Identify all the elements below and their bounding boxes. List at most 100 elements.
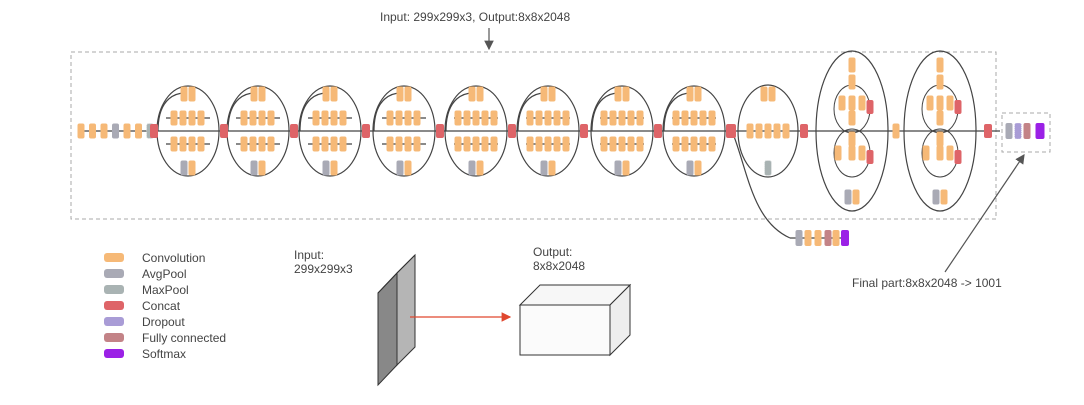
convolution-block (553, 136, 561, 152)
convolution-block (454, 136, 462, 152)
output-volume-front (519, 304, 611, 356)
convolution-block (526, 136, 534, 152)
convolution-block (463, 110, 471, 126)
convolution-block (773, 123, 781, 139)
convolution-block (490, 136, 498, 152)
convolution-block (946, 145, 954, 161)
convolution-block (746, 123, 754, 139)
dropout-block (1014, 122, 1022, 140)
convolution-block (852, 189, 860, 205)
convolution-block (404, 136, 412, 152)
convolution-block (627, 110, 635, 126)
convolution-block (699, 136, 707, 152)
convolution-block (614, 86, 622, 102)
convolution-block (180, 86, 188, 102)
convolution-block (386, 110, 394, 126)
convolution-block (258, 86, 266, 102)
convolution-block (848, 74, 856, 90)
convolution-block (690, 110, 698, 126)
convolution-block (848, 95, 856, 111)
convolution-block (188, 136, 196, 152)
convolution-block (179, 136, 187, 152)
convolution-block (267, 136, 275, 152)
convolution-block (848, 57, 856, 73)
concat-block (654, 124, 662, 138)
convolution-block (636, 110, 644, 126)
convolution-block (179, 110, 187, 126)
convolution-block (936, 57, 944, 73)
legend-label-softmax: Softmax (142, 347, 187, 361)
convolution-block (540, 86, 548, 102)
legend-label-avgpool: AvgPool (142, 267, 187, 281)
inception-module-4 (372, 85, 436, 177)
concat-block (508, 124, 516, 138)
convolution-block (339, 136, 347, 152)
legend-label-maxpool: MaxPool (142, 283, 189, 297)
convolution-block (240, 136, 248, 152)
avgpool-swatch (104, 269, 124, 278)
legend-label-convolution: Convolution (142, 251, 206, 265)
convolution-block (535, 110, 543, 126)
convolution-block (814, 230, 822, 246)
input-label-line2: 299x299x3 (294, 262, 353, 276)
convolution-block (848, 110, 856, 126)
convolution-block (170, 136, 178, 152)
convolution-block (609, 136, 617, 152)
convolution-block (258, 136, 266, 152)
inception-module-7 (590, 85, 654, 177)
convolution-block (622, 160, 630, 176)
convolution-block (562, 136, 570, 152)
convolution-block (472, 136, 480, 152)
convolution-block (922, 145, 930, 161)
convolution-block (330, 110, 338, 126)
convolution-block (926, 95, 934, 111)
avgpool-block (932, 189, 940, 205)
convolution-block (686, 86, 694, 102)
softmax-block (841, 230, 849, 246)
convolution-block (699, 110, 707, 126)
large-inception-module-2 (903, 50, 977, 212)
convolution-block (848, 131, 856, 147)
convolution-block (618, 110, 626, 126)
avgpool-block (795, 230, 803, 246)
convolution-block (188, 110, 196, 126)
convolution-block (832, 230, 840, 246)
convolution-block (454, 110, 462, 126)
softmax-swatch (104, 349, 124, 358)
avgpool-block (322, 160, 330, 176)
convolution-block (312, 110, 320, 126)
convolution-block (330, 160, 338, 176)
convolution-block (312, 136, 320, 152)
inception-module-8 (662, 85, 726, 177)
inception-module-6 (516, 85, 580, 177)
convolution-block (548, 86, 556, 102)
convolution-block (413, 110, 421, 126)
convolution-block (404, 86, 412, 102)
convolution-block (330, 86, 338, 102)
convolution-block (404, 110, 412, 126)
maxpool-swatch (104, 285, 124, 294)
convolution-block (858, 145, 866, 161)
concat-block (866, 100, 874, 114)
concat-block (436, 124, 444, 138)
convolution-block (197, 136, 205, 152)
auxiliary-branch-curve (731, 130, 791, 239)
convolution-block (396, 86, 404, 102)
input-volume-face (396, 253, 416, 367)
convolution-block (472, 110, 480, 126)
title-label: Input: 299x299x3, Output:8x8x2048 (380, 10, 571, 24)
convolution-block (892, 123, 900, 139)
convolution-block (258, 110, 266, 126)
convolution-block (100, 123, 108, 139)
avgpool-block (250, 160, 258, 176)
avgpool-block (468, 160, 476, 176)
legend-label-concat: Concat (142, 299, 181, 313)
avgpool-block (396, 160, 404, 176)
concat-block (220, 124, 228, 138)
convolution-block (476, 160, 484, 176)
convolution-block (694, 86, 702, 102)
convolution-block (936, 131, 944, 147)
convolution-block (694, 160, 702, 176)
convolution-block (946, 95, 954, 111)
